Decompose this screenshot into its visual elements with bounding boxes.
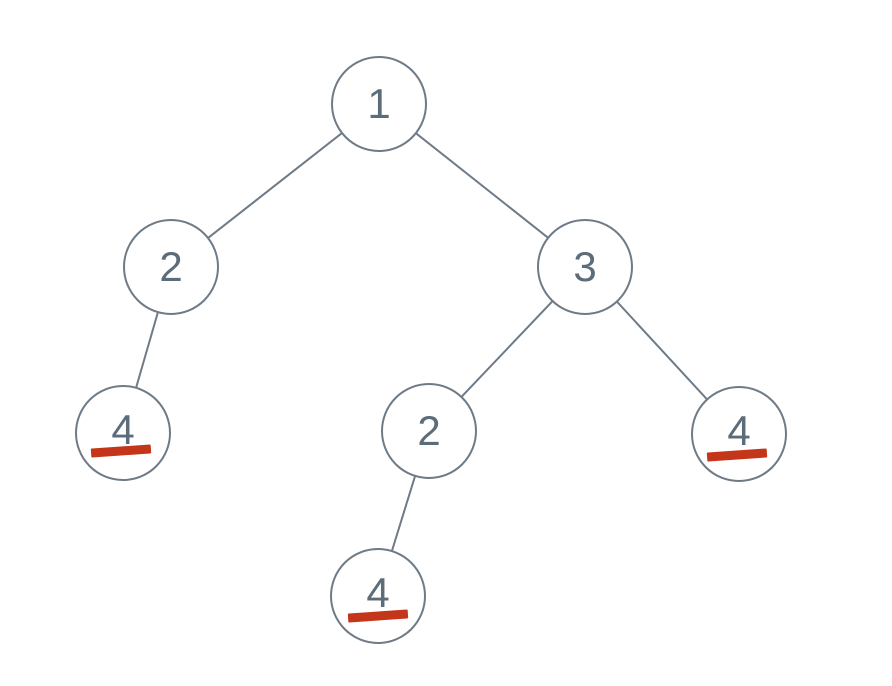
tree-node-right-left-left: 4 <box>330 548 426 644</box>
tree-node-left: 2 <box>123 219 219 315</box>
tree-node-right: 3 <box>537 219 633 315</box>
tree-node-root: 1 <box>331 56 427 152</box>
node-circle <box>123 219 219 315</box>
node-label: 1 <box>367 80 390 127</box>
node-label: 4 <box>366 569 389 616</box>
node-label: 2 <box>159 243 182 290</box>
node-label: 4 <box>727 407 750 454</box>
red-underline-mark <box>706 448 768 462</box>
tree-node-right-left: 2 <box>381 383 477 479</box>
node-circle <box>381 383 477 479</box>
node-circle <box>537 219 633 315</box>
node-label: 4 <box>111 406 134 453</box>
node-label: 3 <box>573 243 596 290</box>
node-circle <box>331 56 427 152</box>
red-underline-mark <box>347 609 409 623</box>
node-label: 2 <box>417 407 440 454</box>
tree-node-right-right: 4 <box>691 386 787 482</box>
red-underline-mark <box>90 444 152 458</box>
tree-node-left-left: 4 <box>75 385 171 481</box>
tree-edges <box>122 103 740 597</box>
